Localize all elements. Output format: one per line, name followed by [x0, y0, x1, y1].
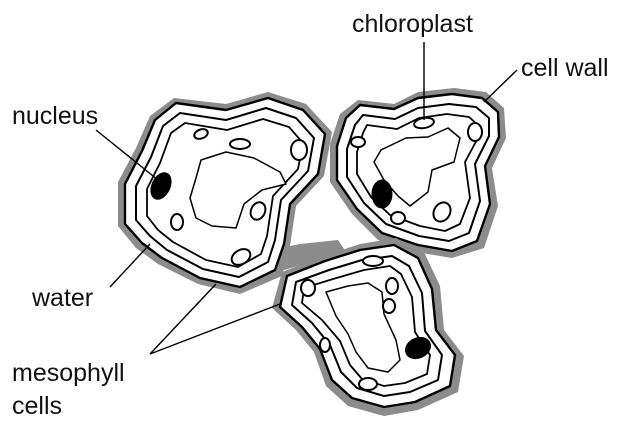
- leader-mesophyll-2: [150, 304, 280, 354]
- chloroplast-bottom-1: [363, 256, 383, 266]
- leader-water: [110, 244, 150, 287]
- chloroplast-bottom-2: [301, 280, 315, 296]
- label-chloroplast: chloroplast: [352, 10, 473, 38]
- nucleus-right: [372, 180, 392, 208]
- label-cell-wall: cell wall: [521, 54, 609, 82]
- leader-cell-wall: [484, 70, 517, 102]
- chloroplast-bottom-3: [386, 278, 398, 294]
- label-water: water: [31, 284, 93, 312]
- chloroplast-bottom-4: [383, 299, 395, 313]
- chloroplast-right-3: [468, 123, 482, 141]
- chloroplast-bottom-6: [359, 378, 377, 390]
- label-cells: cells: [12, 392, 62, 420]
- leader-mesophyll-1: [150, 284, 216, 354]
- chloroplast-right-5: [391, 212, 405, 224]
- label-mesophyll: mesophyll: [12, 359, 125, 387]
- chloroplast-bottom-5: [320, 338, 330, 352]
- chloroplast-right-2: [351, 137, 365, 147]
- chloroplast-left-2: [230, 139, 250, 149]
- chloroplast-left-3: [291, 140, 307, 160]
- mesophyll-cell-right: [330, 88, 506, 258]
- label-nucleus: nucleus: [12, 102, 98, 130]
- labels: chloroplast cell wall nucleus water meso…: [12, 10, 609, 420]
- chloroplast-left-5: [171, 214, 183, 230]
